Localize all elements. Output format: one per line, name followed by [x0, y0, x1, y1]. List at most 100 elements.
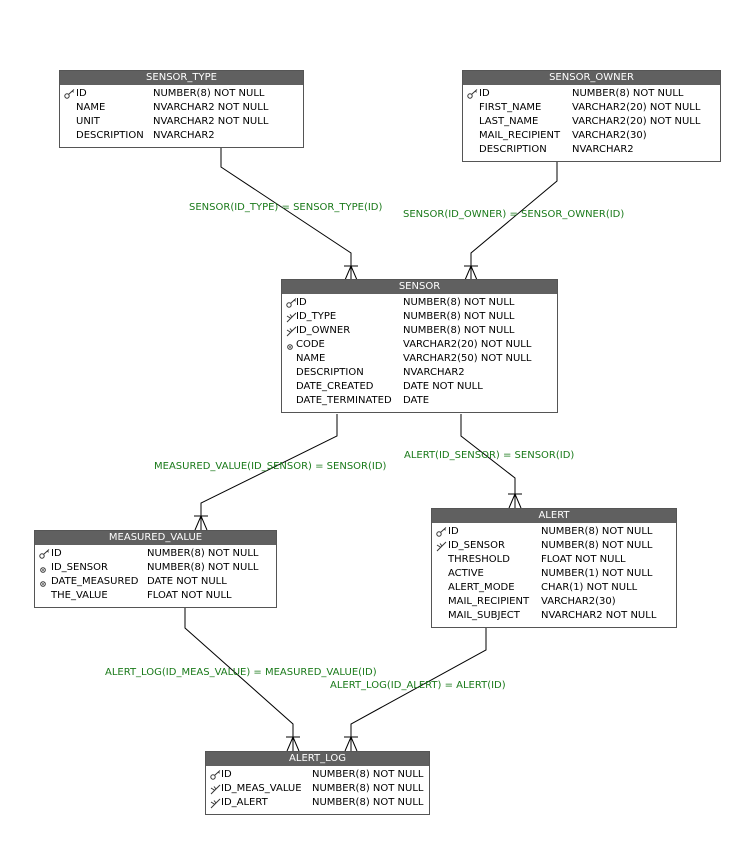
column-name: ID_OWNER: [296, 325, 351, 336]
column-name: DESCRIPTION: [479, 144, 547, 155]
column-type: FLOAT NOT NULL: [541, 554, 626, 565]
column-row[interactable]: ID_SENSOR NUMBER(8) NOT NULL: [35, 561, 276, 575]
column-name: ACTIVE: [448, 568, 484, 579]
table-title: MEASURED_VALUE: [35, 531, 276, 545]
primary-key-icon: [436, 526, 447, 538]
column-name: MAIL_RECIPIENT: [448, 596, 530, 607]
column-type: NUMBER(8) NOT NULL: [541, 540, 653, 551]
crowfoot-alert-log-meas: [286, 736, 300, 752]
column-type: NUMBER(8) NOT NULL: [312, 769, 424, 780]
column-type: CHAR(1) NOT NULL: [541, 582, 638, 593]
primary-key-icon: [39, 548, 50, 560]
unique-key-icon: [286, 339, 297, 351]
column-type: NUMBER(8) NOT NULL: [147, 562, 259, 573]
column-type: VARCHAR2(30): [541, 596, 616, 607]
column-row[interactable]: ID NUMBER(8) NOT NULL: [463, 87, 720, 101]
rel-label-alert-log-meas: ALERT_LOG(ID_MEAS_VALUE) = MEASURED_VALU…: [105, 667, 377, 678]
column-name: ID_SENSOR: [448, 540, 505, 551]
column-type: DATE: [403, 395, 430, 406]
column-type: NVARCHAR2: [403, 367, 465, 378]
column-type: VARCHAR2(30): [572, 130, 647, 141]
table-title: ALERT: [432, 509, 676, 523]
column-row[interactable]: MAIL_RECIPIENT VARCHAR2(30): [463, 129, 720, 143]
column-name: DESCRIPTION: [76, 130, 144, 141]
column-name: LAST_NAME: [479, 116, 539, 127]
column-name: ID: [448, 526, 459, 537]
column-row[interactable]: ACTIVE NUMBER(1) NOT NULL: [432, 567, 676, 581]
column-name: ID: [479, 88, 490, 99]
foreign-key-icon: [286, 311, 297, 323]
column-name: NAME: [296, 353, 326, 364]
rel-label-sensor-type: SENSOR(ID_TYPE) = SENSOR_TYPE(ID): [189, 202, 383, 213]
unique-key-icon: [39, 576, 50, 588]
column-row[interactable]: DATE_TERMINATED DATE: [282, 394, 557, 408]
rel-label-alert: ALERT(ID_SENSOR) = SENSOR(ID): [404, 450, 575, 461]
primary-key-icon: [467, 88, 478, 100]
table-title: SENSOR: [282, 280, 557, 294]
column-name: MAIL_SUBJECT: [448, 610, 520, 621]
column-name: MAIL_RECIPIENT: [479, 130, 561, 141]
table-sensor-owner[interactable]: SENSOR_OWNER ID NUMBER(8) NOT NULL FIRST_NA…: [462, 70, 721, 162]
crowfoot-alert-log-alert: [344, 736, 358, 752]
rel-label-alert-log-alert: ALERT_LOG(ID_ALERT) = ALERT(ID): [330, 680, 506, 691]
column-row[interactable]: ID NUMBER(8) NOT NULL: [60, 87, 303, 101]
column-type: NUMBER(8) NOT NULL: [403, 311, 515, 322]
column-row[interactable]: ID_SENSOR NUMBER(8) NOT NULL: [432, 539, 676, 553]
column-type: VARCHAR2(20) NOT NULL: [572, 102, 701, 113]
column-row[interactable]: ID NUMBER(8) NOT NULL: [432, 525, 676, 539]
column-name: DATE_TERMINATED: [296, 395, 392, 406]
column-row[interactable]: MAIL_SUBJECT NVARCHAR2 NOT NULL: [432, 609, 676, 623]
column-type: NUMBER(8) NOT NULL: [541, 526, 653, 537]
table-title: ALERT_LOG: [206, 752, 429, 766]
column-row[interactable]: MAIL_RECIPIENT VARCHAR2(30): [432, 595, 676, 609]
column-type: NUMBER(1) NOT NULL: [541, 568, 653, 579]
table-alert[interactable]: ALERT ID NUMBER(8) NOT NULL ID_SENSOR NUMBER…: [431, 508, 677, 628]
table-title: SENSOR_OWNER: [463, 71, 720, 85]
column-name: ID: [76, 88, 87, 99]
column-name: ID_SENSOR: [51, 562, 108, 573]
foreign-key-icon: [286, 325, 297, 337]
column-type: NVARCHAR2 NOT NULL: [541, 610, 657, 621]
column-type: NUMBER(8) NOT NULL: [153, 88, 265, 99]
primary-key-icon: [286, 297, 297, 309]
column-name: DATE_CREATED: [296, 381, 374, 392]
column-name: ID: [296, 297, 307, 308]
column-name: CODE: [296, 339, 325, 350]
column-type: NUMBER(8) NOT NULL: [572, 88, 684, 99]
unique-key-icon: [39, 562, 50, 574]
column-type: NVARCHAR2 NOT NULL: [153, 102, 269, 113]
column-name: THE_VALUE: [51, 590, 108, 601]
rel-label-measured-value: MEASURED_VALUE(ID_SENSOR) = SENSOR(ID): [154, 461, 387, 472]
